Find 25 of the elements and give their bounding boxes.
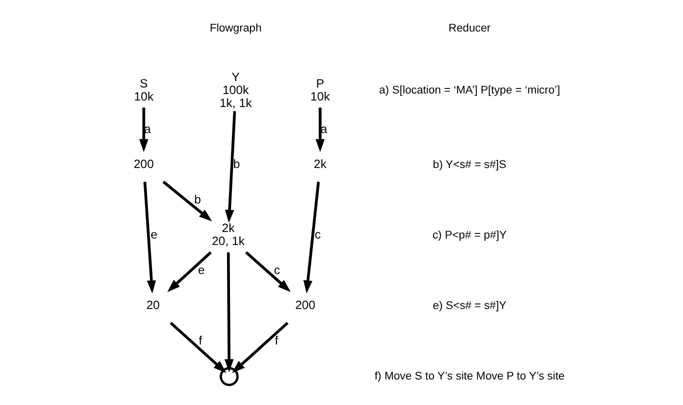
node-text: 20 xyxy=(146,298,160,312)
label: c) P<p# = p#]Y xyxy=(432,229,507,242)
label: e) S<s# = s#]Y xyxy=(432,300,506,312)
label: f) Move S to Y’s site Move P to Y’s site xyxy=(374,370,565,382)
edge-label: f xyxy=(198,333,202,348)
edge-label: f xyxy=(274,333,278,348)
node-text: 200 xyxy=(134,157,154,172)
label: Reducer xyxy=(448,22,491,34)
label: b) Y<s# = s#]S xyxy=(432,158,506,171)
node-text: 2k xyxy=(314,157,327,172)
edge-label: c xyxy=(314,228,321,242)
node-text: 200 xyxy=(295,298,316,312)
edge-label: b xyxy=(233,157,240,172)
node-text: 2k 20, 1k xyxy=(212,221,245,248)
edge-label: e xyxy=(150,228,158,242)
edge-label: c xyxy=(274,262,280,277)
edge-label: a xyxy=(144,122,151,136)
label: Flowgraph xyxy=(210,22,262,34)
edge-label: a xyxy=(320,122,328,136)
node-text: S 10k xyxy=(134,76,154,104)
edge-label: e xyxy=(198,262,205,277)
node-text: P 10k xyxy=(310,76,330,104)
node-text: Y 100k 1k, 1k xyxy=(220,70,252,110)
edge-label: b xyxy=(194,192,201,206)
label: a) S[location = ‘MA’] P[type = ‘micro’] xyxy=(379,84,560,97)
